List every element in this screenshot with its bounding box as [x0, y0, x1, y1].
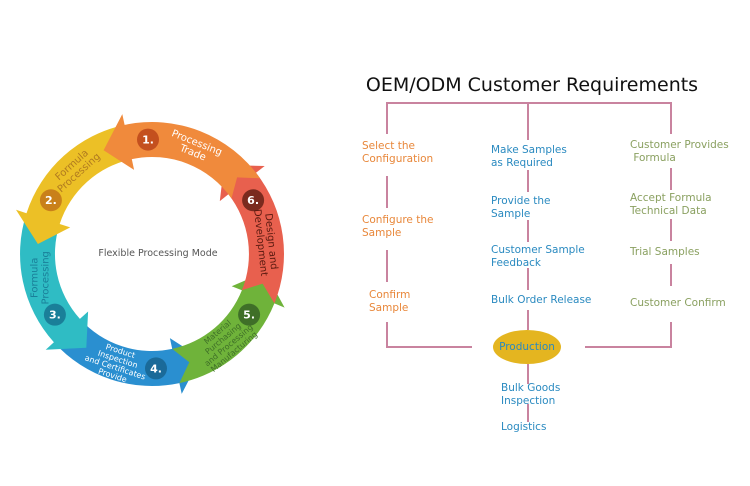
step-make-samples: Make Samples as Required: [491, 144, 567, 169]
step-number: 2.: [45, 194, 57, 207]
connector-line: [670, 264, 672, 286]
connector-line: [670, 322, 672, 348]
step-trial-samples: Trial Samples: [630, 246, 700, 258]
step-confirm-sample: Confirm Sample: [369, 289, 411, 314]
step-customer-feedback: Customer Sample Feedback: [491, 244, 585, 269]
cycle-segment-3: [20, 213, 89, 350]
step-provide-sample: Provide the Sample: [491, 195, 551, 220]
step-number: 1.: [142, 134, 154, 147]
step-logistics: Logistics: [501, 421, 547, 433]
connector-line: [527, 220, 529, 242]
step-number: 5.: [243, 309, 255, 322]
processing-cycle-diagram: 4.ProductInspectionand CertificatesProvi…: [16, 114, 285, 394]
step-badge-6: [242, 189, 265, 212]
connector-line: [527, 170, 529, 192]
flow-title: OEM/ODM Customer Requirements: [365, 74, 699, 96]
connector-line: [670, 168, 672, 190]
step-number: 3.: [49, 309, 61, 322]
connector-line: [386, 102, 671, 104]
connector-line: [386, 176, 388, 208]
step-bulk-order-release: Bulk Order Release: [491, 294, 592, 306]
step-number: 6.: [247, 194, 259, 207]
connector-line: [527, 364, 529, 384]
step-badge-2: [39, 189, 62, 212]
step-customer-provides-formula: Customer Provides Formula: [630, 139, 729, 164]
step-number: 4.: [150, 362, 162, 375]
connector-line: [670, 102, 672, 134]
cycle-center-label: Flexible Processing Mode: [98, 248, 217, 259]
connector-line: [527, 404, 529, 422]
step-accept-formula: Accept Formula Technical Data: [630, 192, 712, 217]
connector-line: [670, 219, 672, 241]
step-customer-confirm: Customer Confirm: [630, 297, 726, 309]
connector-line: [386, 102, 388, 134]
cycle-segment-6: [219, 165, 284, 304]
step-badge-1: [137, 128, 160, 151]
cycle-segment-5: [172, 271, 285, 384]
step-badge-4: [144, 357, 167, 380]
production-node: Production: [493, 330, 561, 364]
connector-line: [386, 346, 472, 348]
step-configure-sample: Configure the Sample: [362, 214, 434, 239]
connector-line: [527, 102, 529, 140]
step-badge-3: [43, 303, 66, 326]
step-bulk-goods-inspection: Bulk Goods Inspection: [501, 382, 561, 407]
step-select-configuration: Select the Configuration: [362, 140, 434, 165]
step-label-3: FormulaProcessing: [30, 251, 52, 304]
connector-line: [386, 250, 388, 282]
connector-line: [527, 310, 529, 330]
connector-line: [585, 346, 671, 348]
cycle-segment-2: [16, 124, 132, 244]
step-badge-5: [238, 303, 261, 326]
connector-line: [527, 268, 529, 290]
connector-line: [386, 322, 388, 348]
